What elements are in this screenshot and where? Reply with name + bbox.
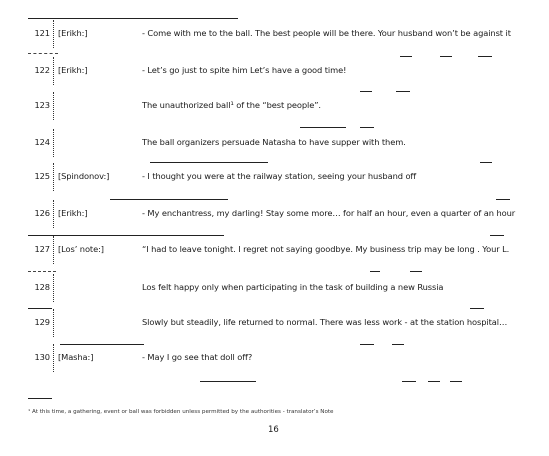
speaker-label: [Spindonov:] [58,171,110,181]
row-separator [28,398,52,399]
row-separator [396,91,410,92]
row-divider [53,92,55,120]
row-separator [450,381,462,382]
row-divider [53,57,55,85]
row-separator [28,308,52,309]
row-separator [478,56,492,57]
intertitle-row: 126 [Erikh:] - My enchantress, my darlin… [0,198,549,228]
intertitle-row: 121 [Erikh:] - Come with me to the ball.… [0,18,549,48]
row-divider [53,129,55,157]
row-separator [28,271,56,272]
intertitle-row: 128 Los felt happy only when participati… [0,272,549,302]
row-separator [400,56,412,57]
row-number: 122 [34,65,50,75]
row-separator [300,127,346,128]
intertitle-text: Los felt happy only when participating i… [142,282,444,292]
row-divider [53,274,55,302]
row-divider [53,344,55,372]
row-separator [200,381,256,382]
row-separator [60,344,144,345]
speaker-label: [Erikh:] [58,28,88,38]
page-number: 16 [268,425,279,435]
intertitle-row: 127 [Los’ note:] “I had to leave tonight… [0,234,549,264]
row-separator [28,53,58,54]
row-separator [428,381,440,382]
footnote: ¹ At this time, a gathering, event or ba… [28,409,334,415]
row-divider [53,163,55,191]
intertitle-row: 125 [Spindonov:] - I thought you were at… [0,161,549,191]
intertitle-text: - My enchantress, my darling! Stay some … [142,208,516,218]
intertitle-text: “I had to leave tonight. I regret not sa… [142,244,510,254]
speaker-label: [Masha:] [58,352,94,362]
intertitle-text: - Come with me to the ball. The best peo… [142,28,511,38]
intertitle-row: 124 The ball organizers persuade Natasha… [0,127,549,157]
row-separator [28,235,224,236]
row-separator [490,235,504,236]
row-number: 123 [34,100,50,110]
intertitle-text: The unauthorized ball¹ of the “best peop… [142,100,321,110]
top-rule [28,18,238,19]
row-number: 130 [34,352,50,362]
intertitle-text: Slowly but steadily, life returned to no… [142,317,508,327]
row-number: 127 [34,244,50,254]
intertitle-row: 129 Slowly but steadily, life returned t… [0,307,549,337]
row-divider [53,20,55,48]
row-separator [392,344,404,345]
row-separator [410,271,422,272]
intertitle-text: - May I go see that doll off? [142,352,253,362]
intertitle-text: - I thought you were at the railway stat… [142,171,417,181]
row-divider [53,200,55,228]
row-separator [480,162,492,163]
row-separator [370,271,380,272]
intertitle-text: - Let’s go just to spite him Let’s have … [142,65,347,75]
row-number: 124 [34,137,50,147]
row-separator [440,56,452,57]
intertitle-row: 123 The unauthorized ball¹ of the “best … [0,90,549,120]
row-separator [402,381,416,382]
speaker-label: [Erikh:] [58,65,88,75]
row-number: 126 [34,208,50,218]
row-number: 125 [34,171,50,181]
row-number: 128 [34,282,50,292]
row-number: 129 [34,317,50,327]
speaker-label: [Erikh:] [58,208,88,218]
row-separator [470,308,484,309]
row-divider [53,309,55,337]
intertitle-text: The ball organizers persuade Natasha to … [142,137,406,147]
row-separator [110,199,228,200]
row-separator [360,344,374,345]
speaker-label: [Los’ note:] [58,244,104,254]
row-number: 121 [34,28,50,38]
row-separator [496,199,510,200]
row-divider [53,236,55,264]
row-separator [360,127,374,128]
row-separator [360,91,372,92]
row-separator [150,162,268,163]
intertitle-row: 122 [Erikh:] - Let’s go just to spite hi… [0,55,549,85]
intertitle-row: 130 [Masha:] - May I go see that doll of… [0,342,549,372]
